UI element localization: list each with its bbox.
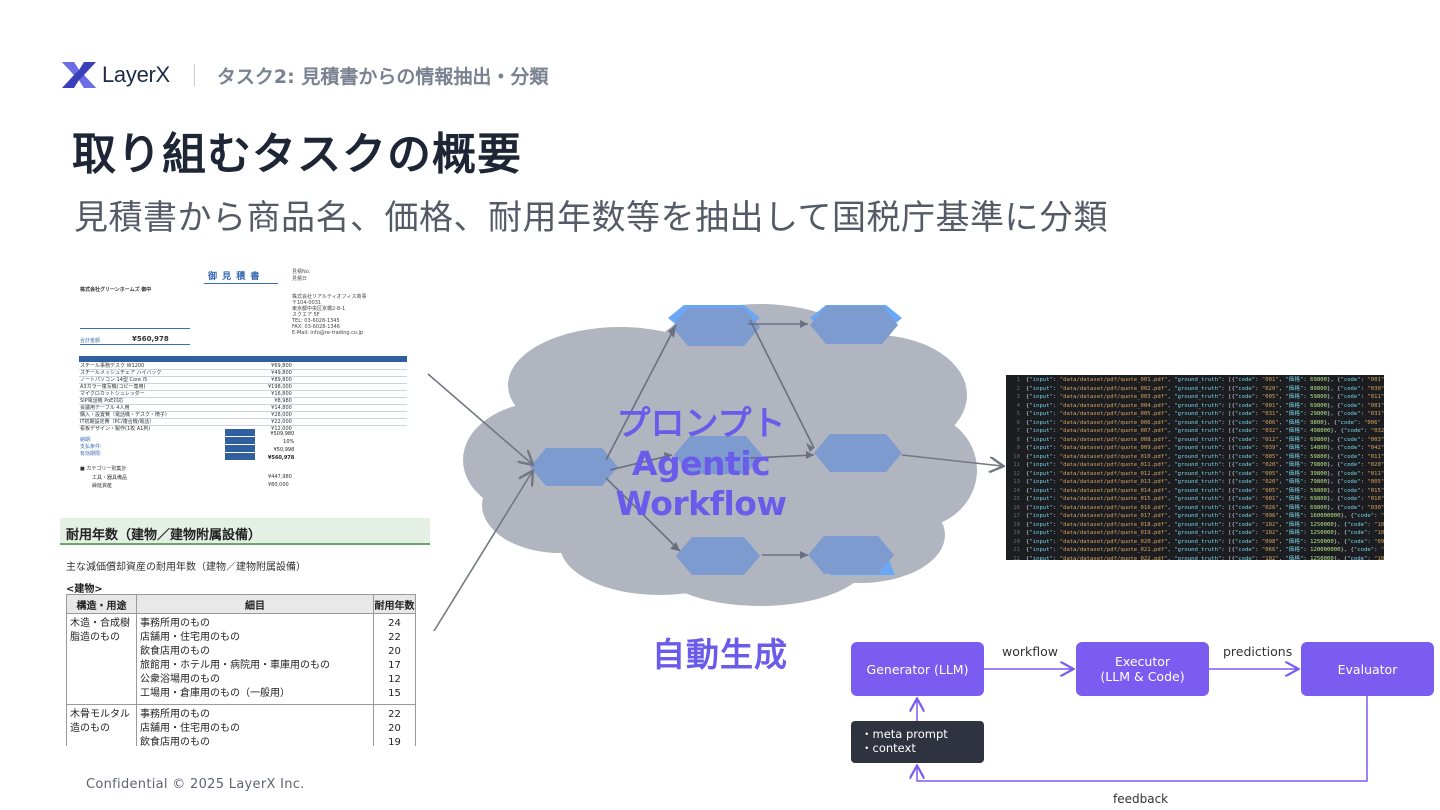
code-line: 19{"input": "data/dataset/pdf/quote_019.…	[1006, 529, 1384, 538]
code-line: 5{"input": "data/dataset/pdf/quote_005.p…	[1006, 410, 1384, 419]
code-line: 11{"input": "data/dataset/pdf/quote_011.…	[1006, 461, 1384, 470]
hexagon-node	[672, 308, 760, 346]
executor-sublabel: (LLM & Code)	[1100, 669, 1184, 684]
code-line: 8{"input": "data/dataset/pdf/quote_008.p…	[1006, 436, 1384, 445]
code-line: 2{"input": "data/dataset/pdf/quote_002.p…	[1006, 385, 1384, 394]
layerx-logo-icon	[62, 60, 96, 90]
brand-name: LayerX	[102, 62, 170, 88]
arrow-feedback	[917, 696, 1367, 781]
code-line: 18{"input": "data/dataset/pdf/quote_018.…	[1006, 521, 1384, 530]
quote-document-image: 御 見 積 書 見積No. 見積日 株式会社グリーンホームズ 御中 合計金額 ¥…	[78, 262, 418, 484]
code-line: 20{"input": "data/dataset/pdf/quote_020.…	[1006, 538, 1384, 547]
code-line: 1{"input": "data/dataset/pdf/quote_001.p…	[1006, 376, 1384, 385]
header-divider	[194, 64, 195, 86]
hexagon-node	[810, 306, 898, 344]
code-line: 14{"input": "data/dataset/pdf/quote_014.…	[1006, 487, 1384, 496]
code-line: 7{"input": "data/dataset/pdf/quote_007.p…	[1006, 427, 1384, 436]
hexagon-node	[808, 536, 894, 574]
code-line: 17{"input": "data/dataset/pdf/quote_017.…	[1006, 512, 1384, 521]
cloud-label: プロンプト Agentic Workflow	[546, 404, 856, 524]
executor-label: Executor	[1100, 654, 1184, 669]
quote-customer: 株式会社グリーンホームズ 御中	[80, 286, 151, 293]
edge-label-workflow: workflow	[1002, 644, 1058, 659]
footer-confidential: Confidential © 2025 LayerX Inc.	[86, 777, 305, 792]
meta-prompt-box: ・meta prompt ・context	[851, 721, 984, 763]
predictions-code-panel: 1{"input": "data/dataset/pdf/quote_001.p…	[1006, 375, 1384, 560]
code-line: 22{"input": "data/dataset/pdf/quote_022.…	[1006, 555, 1384, 561]
code-line: 3{"input": "data/dataset/pdf/quote_003.p…	[1006, 393, 1384, 402]
code-line: 10{"input": "data/dataset/pdf/quote_010.…	[1006, 453, 1384, 462]
hexagon-node	[676, 537, 760, 575]
code-line: 6{"input": "data/dataset/pdf/quote_006.p…	[1006, 419, 1384, 428]
agentic-workflow-label: Agentic Workflow	[546, 444, 856, 524]
depreciation-table-image: 耐用年数（建物／建物附属設備） 主な減価償却資産の耐用年数（建物／建物附属設備）…	[60, 518, 430, 746]
auto-generation-label: 自動生成	[652, 628, 788, 676]
edge-label-predictions: predictions	[1223, 644, 1292, 659]
depreciation-section: <建物>	[66, 580, 103, 595]
executor-box: Executor (LLM & Code)	[1076, 642, 1209, 696]
task-label: タスク2: 見積書からの情報抽出・分類	[217, 62, 548, 89]
code-line: 15{"input": "data/dataset/pdf/quote_015.…	[1006, 495, 1384, 504]
quote-total-label: 合計金額	[80, 337, 100, 344]
code-line: 9{"input": "data/dataset/pdf/quote_009.p…	[1006, 444, 1384, 453]
quote-total: ¥560,978	[132, 335, 169, 343]
depreciation-heading: 耐用年数（建物／建物附属設備）	[60, 518, 430, 545]
depreciation-subheading: 主な減価償却資産の耐用年数（建物／建物附属設備）	[66, 558, 306, 573]
generator-box: Generator (LLM)	[851, 642, 984, 696]
quote-table-header	[79, 356, 407, 362]
table-row: 木骨モルタル造のもの 事務所用のもの 店舗用・住宅用のもの 飲食店用のもの 22…	[67, 705, 416, 747]
prompt-label: プロンプト	[546, 404, 856, 444]
slide-title: 取り組むタスクの概要	[72, 118, 522, 182]
code-line: 16{"input": "data/dataset/pdf/quote_016.…	[1006, 504, 1384, 513]
category-heading: ■ カテゴリー別集計	[80, 465, 126, 472]
slide-subtitle: 見積書から商品名、価格、耐用年数等を抽出して国税庁基準に分類	[74, 190, 1108, 239]
code-line: 13{"input": "data/dataset/pdf/quote_013.…	[1006, 478, 1384, 487]
evaluator-box: Evaluator	[1301, 642, 1434, 696]
depreciation-table: 構造・用途 細目 耐用年数 木造・合成樹脂造のもの 事務所用のもの 店舗用・住宅…	[66, 594, 416, 746]
edge-label-feedback: feedback	[1113, 792, 1168, 806]
code-line: 21{"input": "data/dataset/pdf/quote_021.…	[1006, 546, 1384, 555]
slide-header: LayerX タスク2: 見積書からの情報抽出・分類	[62, 60, 548, 90]
code-line: 12{"input": "data/dataset/pdf/quote_012.…	[1006, 470, 1384, 479]
code-line: 4{"input": "data/dataset/pdf/quote_004.p…	[1006, 402, 1384, 411]
quote-title: 御 見 積 書	[204, 269, 278, 284]
table-row: 木造・合成樹脂造のもの 事務所用のもの 店舗用・住宅用のもの 飲食店用のもの 旅…	[67, 614, 416, 705]
